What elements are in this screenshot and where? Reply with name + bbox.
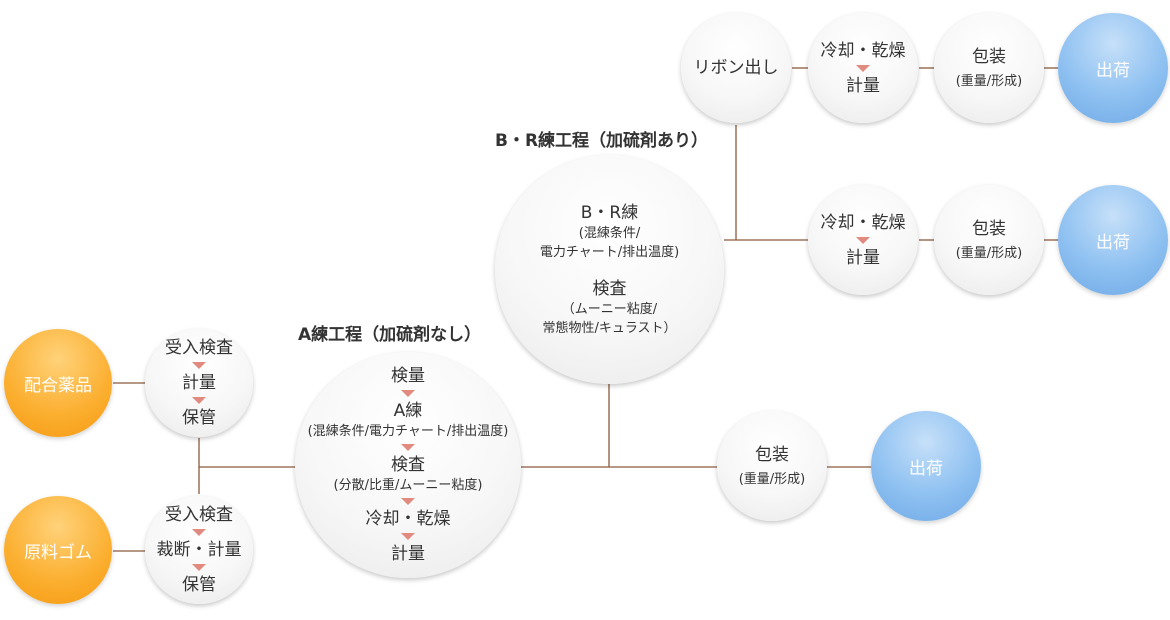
a-step-inspection-note: (分散/比重/ムーニー粘度) <box>333 478 483 493</box>
down-arrow-icon <box>401 390 415 397</box>
br-step-mixing-note: 電力チャート/排出温度) <box>539 244 680 260</box>
packing-node-top: 包装 (重量/形成) <box>934 13 1044 123</box>
shipping-label: 出荷 <box>909 458 943 479</box>
weighing-label: 計量 <box>182 373 216 393</box>
br-step-inspection: 検査 <box>592 278 627 299</box>
weighing-label: 計量 <box>846 247 880 268</box>
down-arrow-icon <box>192 529 206 536</box>
br-step-inspection-note: （ムーニー粘度/ <box>561 301 658 317</box>
a-step-inspection: 検査 <box>391 455 425 475</box>
cooling-label: 冷却・乾燥 <box>820 212 906 233</box>
chemicals-label: 配合薬品 <box>24 375 92 396</box>
receiving-chemicals-node: 受入検査 計量 保管 <box>145 329 253 437</box>
a-process-node: 検量 A練 (混練条件/電力チャート/排出温度) 検査 (分散/比重/ムーニー粘… <box>295 352 521 578</box>
br-process-node: B・R練 (混練条件/ 電力チャート/排出温度) 検査 （ムーニー粘度/ 常態物… <box>495 155 724 384</box>
inspection-label: 受入検査 <box>165 338 233 358</box>
cooling-node-middle: 冷却・乾燥 計量 <box>808 185 918 295</box>
shipping-label: 出荷 <box>1096 60 1130 81</box>
storage-label: 保管 <box>182 575 216 595</box>
br-step-mixing: B・R練 <box>580 202 639 223</box>
cutting-weighing-label: 裁断・計量 <box>156 540 242 560</box>
packing-note: (重量/形成) <box>738 471 806 487</box>
rubber-label: 原料ゴム <box>24 542 92 563</box>
packing-label: 包装 <box>972 218 1006 239</box>
ribbon-node: リボン出し <box>681 13 791 123</box>
storage-label: 保管 <box>182 408 216 428</box>
down-arrow-icon <box>192 564 206 571</box>
weighing-label: 計量 <box>846 75 880 96</box>
a-step-final-weighing: 計量 <box>391 544 425 564</box>
down-arrow-icon <box>401 533 415 540</box>
rubber-node: 原料ゴム <box>4 496 112 604</box>
a-process-title: A練工程（加硫剤なし） <box>298 325 482 345</box>
packing-note: (重量/形成) <box>955 73 1023 89</box>
down-arrow-icon <box>856 236 870 244</box>
a-step-weighing: 検量 <box>391 366 425 386</box>
down-arrow-icon <box>192 397 206 404</box>
packing-node-middle: 包装 (重量/形成) <box>934 185 1044 295</box>
down-arrow-icon <box>401 444 415 451</box>
shipping-node-middle: 出荷 <box>1058 185 1168 295</box>
shipping-node-bottom: 出荷 <box>871 411 981 521</box>
down-arrow-icon <box>401 498 415 505</box>
chemicals-node: 配合薬品 <box>4 329 112 437</box>
down-arrow-icon <box>856 64 870 72</box>
shipping-label: 出荷 <box>1096 232 1130 253</box>
a-step-mixing: A練 <box>393 401 423 421</box>
cooling-node-top: 冷却・乾燥 計量 <box>808 13 918 123</box>
br-step-inspection-note: 常態物性/キュラスト） <box>542 320 677 336</box>
br-process-title: B・R練工程（加硫剤あり） <box>495 131 709 151</box>
br-step-mixing-note: (混練条件/ <box>578 225 641 241</box>
packing-label: 包装 <box>972 46 1006 67</box>
down-arrow-icon <box>192 362 206 369</box>
a-step-cooling: 冷却・乾燥 <box>365 509 451 529</box>
shipping-node-top: 出荷 <box>1058 13 1168 123</box>
a-step-mixing-note: (混練条件/電力チャート/排出温度) <box>307 424 509 439</box>
ribbon-label: リボン出し <box>693 58 779 78</box>
packing-note: (重量/形成) <box>955 245 1023 261</box>
packing-label: 包装 <box>755 444 789 465</box>
inspection-label: 受入検査 <box>165 505 233 525</box>
cooling-label: 冷却・乾燥 <box>820 40 906 61</box>
receiving-rubber-node: 受入検査 裁断・計量 保管 <box>145 496 253 604</box>
packing-node-bottom: 包装 (重量/形成) <box>717 411 827 521</box>
